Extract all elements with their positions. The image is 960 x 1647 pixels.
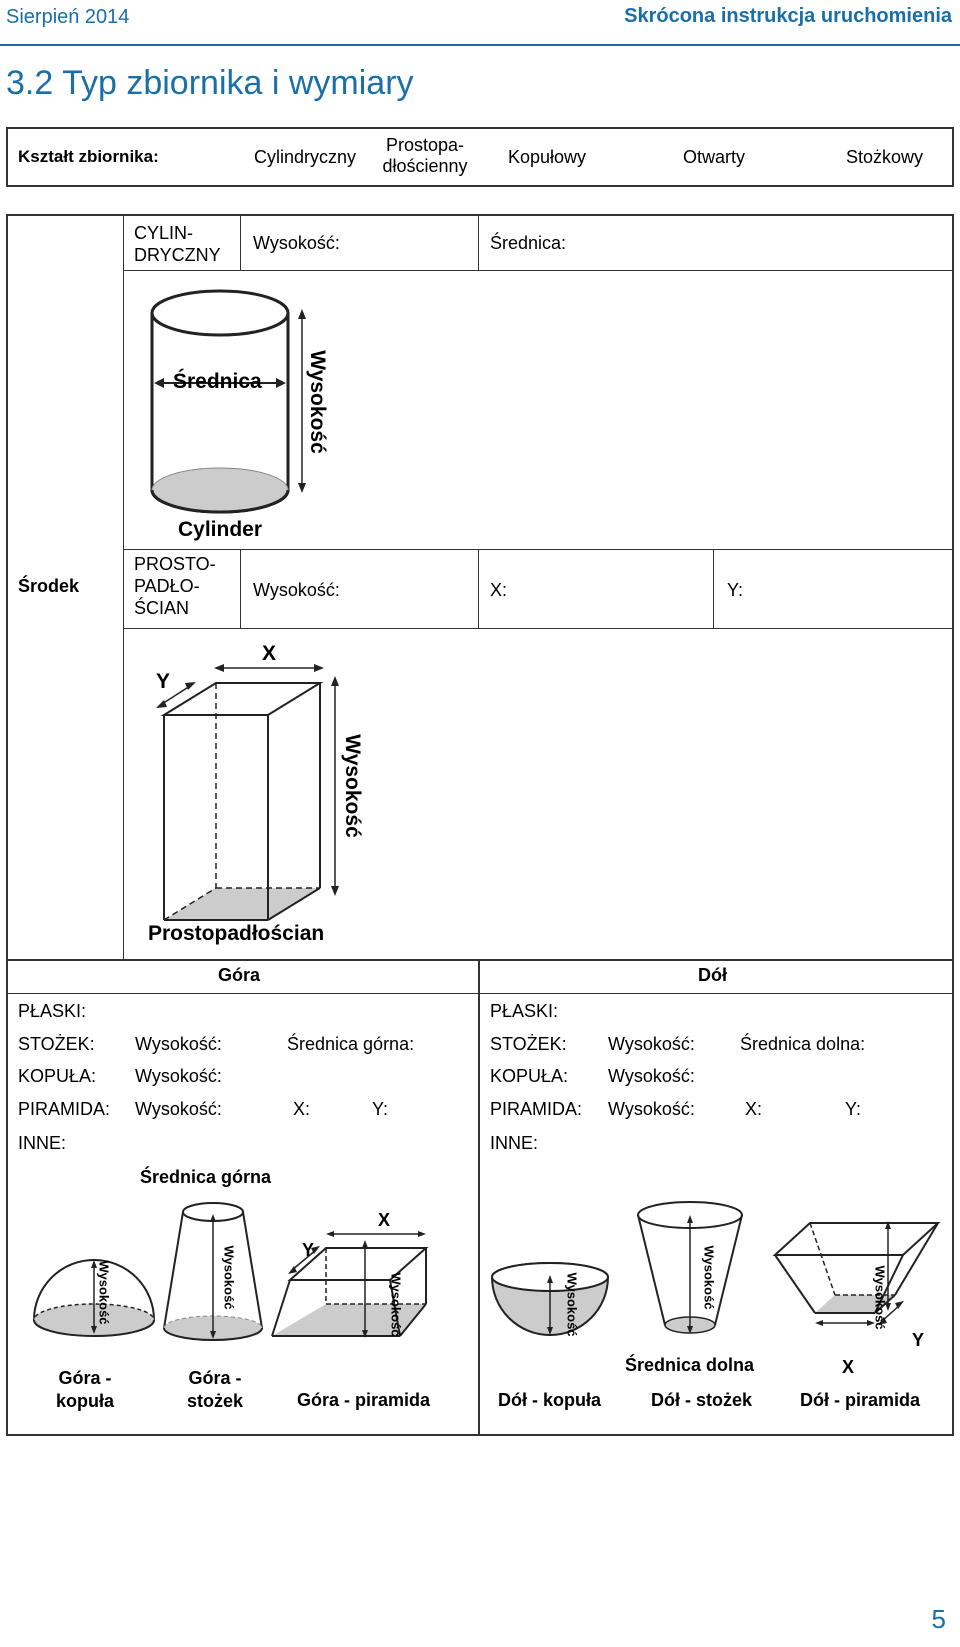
shape-row-label: Kształt zbiornika: [18,147,159,166]
top-pyramid-x-text: X [378,1210,391,1230]
top-other: INNE: [18,1133,67,1153]
top-cone-caption: Góra - stożek [186,1368,244,1411]
bottom-pyramid-height-text: Wysokość [872,1265,888,1330]
header-title: Skrócona instrukcja uruchomienia [624,5,952,27]
bottom-cone-height: Wysokość: [608,1034,695,1054]
cuboid-height-text: Wysokość [340,734,364,838]
bottom-dome: KOPUŁA: [490,1066,569,1086]
cylinder-diameter-label: Średnica: [490,233,567,253]
cylinder-diameter-text: Średnica [173,370,262,393]
top-pyramid-caption: Góra - piramida [297,1390,431,1410]
cuboid-x-label: X: [490,580,508,600]
cuboid-diagram [156,664,339,921]
bottom-pyramid-y: Y: [845,1099,862,1119]
section-title: 3.2 Typ zbiornika i wymiary [6,64,414,102]
bottom-cone: STOŻEK: [490,1034,567,1054]
bottom-pyramid-x: X: [745,1099,763,1119]
bottom-shapes-diagram [491,1201,941,1336]
cuboid-height-label: Wysokość: [253,580,340,600]
bottom-pyramid-height: Wysokość: [608,1099,695,1119]
cuboid-caption: Prostopadłościan [148,922,325,945]
bottom-cone-height-text: Wysokość [701,1245,717,1310]
cuboid-y-text: Y [156,670,171,693]
shape-option-cylindrical: Cylindryczny [254,147,357,167]
top-cone-height: Wysokość: [135,1034,222,1054]
bottom-diameter-text: Średnica dolna [625,1355,755,1375]
top-pyramid-x: X: [293,1099,311,1119]
top-dome-height-text: Wysokość [96,1260,112,1325]
bottom-pyramid-caption: Dół - piramida [800,1390,921,1410]
shape-option-conical: Stożkowy [846,147,924,167]
top-dome-caption: Góra - kopuła [55,1368,114,1411]
bottom-dome-caption: Dół - kopuła [498,1390,601,1410]
top-pyramid-y: Y: [372,1099,389,1119]
cylinder-caption: Cylinder [178,518,263,541]
cuboid-name: PROSTO- PADŁO- ŚCIAN [134,554,216,618]
cuboid-x-text: X [262,642,277,665]
header-divider [0,44,960,46]
tank-table [6,214,954,1436]
shape-option-dome: Kopułowy [508,147,587,167]
top-diameter-text: Średnica górna [140,1167,272,1187]
page-number: 5 [931,1604,946,1634]
cylinder-diagram [150,289,306,514]
bottom-cone-caption: Dół - stożek [651,1390,753,1410]
top-cone-diameter: Średnica górna: [287,1034,415,1054]
header-date: Sierpień 2014 [6,6,130,28]
top-flat: PŁASKI: [18,1001,87,1021]
shape-option-cuboid: Prostopa- dłościenny [382,135,468,176]
bottom-pyramid: PIRAMIDA: [490,1099,583,1119]
top-pyramid-y-text: Y [302,1240,315,1260]
top-pyramid: PIRAMIDA: [18,1099,111,1119]
bottom-flat: PŁASKI: [490,1001,559,1021]
cuboid-y-label: Y: [727,580,744,600]
shape-row: Kształt zbiornika: Cylindryczny Prostopa… [6,127,954,187]
top-dome-height: Wysokość: [135,1066,222,1086]
top-dome: KOPUŁA: [18,1066,97,1086]
bottom-pyramid-x-text: X [842,1357,855,1377]
middle-label: Środek [18,576,80,596]
shape-option-open: Otwarty [683,147,746,167]
top-pyramid-height: Wysokość: [135,1099,222,1119]
top-cone-height-text: Wysokość [221,1245,237,1310]
bottom-dome-height-text: Wysokość [564,1272,580,1337]
cylinder-name: CYLIN- DRYCZNY [134,223,221,265]
bottom-pyramid-y-text: Y [912,1330,925,1350]
cylinder-height-label: Wysokość: [253,233,340,253]
bottom-header: Dół [698,965,727,985]
top-header: Góra [218,965,261,985]
bottom-cone-diameter: Średnica dolna: [740,1034,866,1054]
bottom-dome-height: Wysokość: [608,1066,695,1086]
top-shapes-diagram [33,1202,429,1341]
top-pyramid-height-text: Wysokość [388,1272,404,1337]
cylinder-height-text: Wysokość [305,350,329,454]
bottom-other: INNE: [490,1133,539,1153]
top-cone: STOŻEK: [18,1034,95,1054]
